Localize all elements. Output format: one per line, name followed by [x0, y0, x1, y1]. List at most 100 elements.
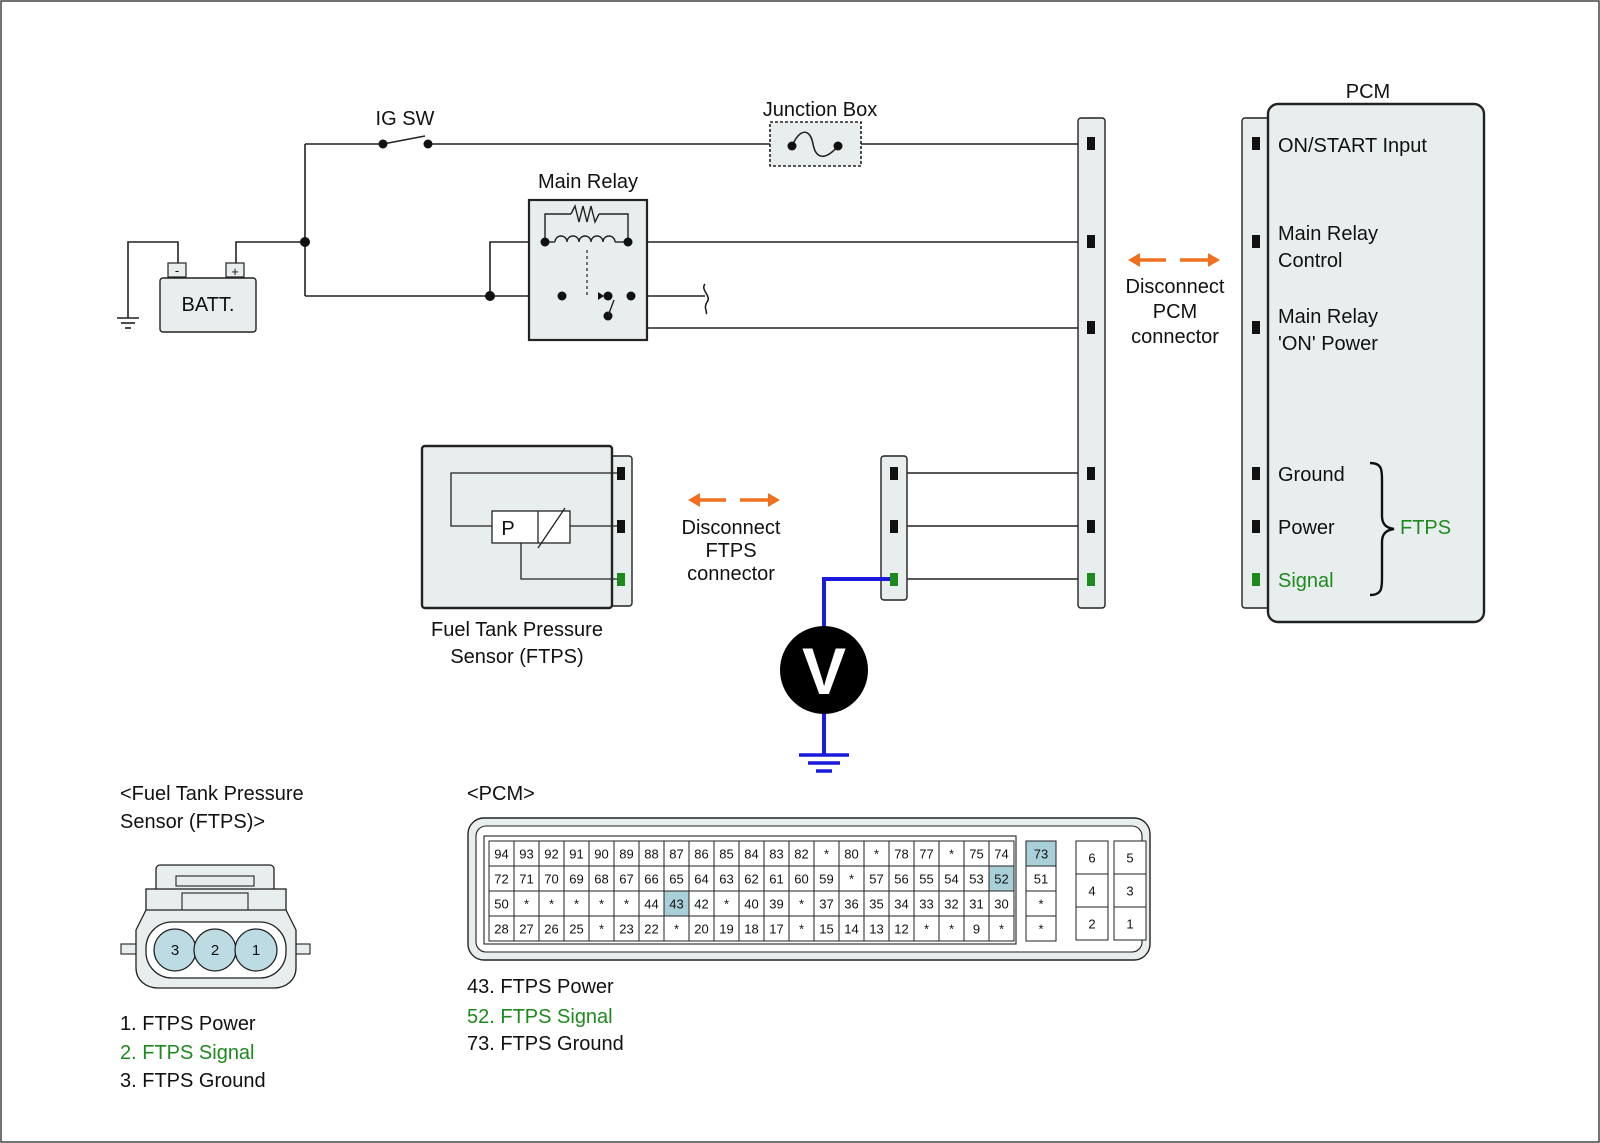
- pcm-pin-label: 63: [719, 872, 733, 887]
- pcm-pin-label: 26: [544, 922, 558, 937]
- pcm-pin-cell: [488, 915, 515, 942]
- pcm-pin-label: 75: [969, 847, 983, 862]
- pcm-pin-cell: [1113, 873, 1147, 908]
- pcm-pin-label: 90: [594, 847, 608, 862]
- pcm-pin-label: 13: [869, 922, 883, 937]
- pcm-pin-label: 88: [644, 847, 658, 862]
- pcm-pin-label: 12: [894, 922, 908, 937]
- pcm-pin-label: 43: [669, 897, 683, 912]
- pcm-ftps-group-label: FTPS: [1400, 517, 1451, 539]
- pcm-pin-cell: [813, 915, 840, 942]
- pcm-pin-cell: [663, 840, 690, 867]
- voltmeter-label: V: [802, 634, 846, 708]
- pcm-pin-cell: [588, 865, 615, 892]
- ftps-legend-1: 1. FTPS Power: [120, 1013, 256, 1035]
- pcm-pin-cell: [1025, 865, 1057, 892]
- pcm-title: PCM: [1346, 81, 1390, 103]
- pcm-pin-label: *: [824, 847, 829, 862]
- pcm-pin-cell: [863, 840, 890, 867]
- pcm-pin-label: *: [549, 897, 554, 912]
- pcm-pin-label: *: [624, 897, 629, 912]
- pcm-pin-label: 18: [744, 922, 758, 937]
- pcm-pin-label: 67: [619, 872, 633, 887]
- pcm-pin-cell: [638, 840, 665, 867]
- junction-box: Junction Box: [763, 99, 878, 167]
- pcm-pin-label: 15: [819, 922, 833, 937]
- pcm-pin-label: *: [599, 897, 604, 912]
- pcm-pin-label: *: [799, 922, 804, 937]
- pcm-ground-label: Ground: [1278, 464, 1345, 486]
- pcm-pin-cell: [763, 840, 790, 867]
- pcm-pin-label: 28: [494, 922, 508, 937]
- ftps-name-line-1: Fuel Tank Pressure: [431, 619, 603, 641]
- disconnect-ftps-line-1: Disconnect: [682, 517, 781, 539]
- pcm-pin-label: 30: [994, 897, 1008, 912]
- pcm-pin-label: 61: [769, 872, 783, 887]
- junction-box-label: Junction Box: [763, 99, 878, 121]
- ftps-sensor: P Fuel Tank Pressure Sensor (FTPS): [420, 444, 633, 668]
- pcm-pin-label: 23: [619, 922, 633, 937]
- pcm-pin-label: 31: [969, 897, 983, 912]
- junction-dots: [300, 237, 495, 301]
- pcm-pin-label: 9: [973, 922, 980, 937]
- pcm-pin-label: 78: [894, 847, 908, 862]
- main-relay: Main Relay: [527, 171, 649, 342]
- pcm-pin-label: 85: [719, 847, 733, 862]
- pcm-pin-label: 56: [894, 872, 908, 887]
- pcm-pin-label: 17: [769, 922, 783, 937]
- pcm-pin-label: 59: [819, 872, 833, 887]
- pcm-pin-label: 73: [1034, 847, 1048, 862]
- pcm-pin-cell: [613, 890, 640, 917]
- pcm-pin-label: 94: [494, 847, 508, 862]
- pcm-pin-label: 3: [1126, 884, 1133, 899]
- pcm-pin-label: 86: [694, 847, 708, 862]
- pcm-pin-cell: [988, 890, 1015, 917]
- pcm-pin-label: *: [524, 897, 529, 912]
- battery-label: BATT.: [182, 294, 235, 316]
- pcm-pin-label: 52: [994, 872, 1008, 887]
- pcm-pin-cell: [1113, 840, 1147, 875]
- pcm-relay-power-label-2: 'ON' Power: [1278, 333, 1378, 355]
- ftps-pin-1: 1: [252, 942, 260, 959]
- ftps-legend-2: 2. FTPS Signal: [120, 1042, 255, 1064]
- pcm-pin-cell: [513, 840, 540, 867]
- pcm-pin-cell: [913, 915, 940, 942]
- pcm-pin-cell: [863, 915, 890, 942]
- pcm-pin-label: *: [674, 922, 679, 937]
- pcm-pin-cell: [713, 915, 740, 942]
- pcm-signal-label: Signal: [1278, 570, 1334, 592]
- pcm-pin-cell: [563, 915, 590, 942]
- pcm-pin-cell: [938, 915, 965, 942]
- pcm-pin-label: *: [874, 847, 879, 862]
- pcm-pin-cell: [1025, 840, 1057, 867]
- pcm-connector-title: <PCM>: [467, 783, 535, 805]
- pcm-pin-label: 32: [944, 897, 958, 912]
- pcm-pin-cell: [663, 890, 690, 917]
- pcm-pin-cell: [1025, 915, 1057, 942]
- pcm-relay-control-label-2: Control: [1278, 250, 1342, 272]
- pcm-pin-label: 87: [669, 847, 683, 862]
- pcm-harness-connector: [1077, 117, 1106, 609]
- pcm-pin-label: 54: [944, 872, 958, 887]
- pcm-pin-label: 93: [519, 847, 533, 862]
- pcm-pin-label: 42: [694, 897, 708, 912]
- pcm-pin-label: 60: [794, 872, 808, 887]
- ftps-connector-title-1: <Fuel Tank Pressure: [120, 783, 304, 805]
- pcm-pin-cell: [488, 865, 515, 892]
- pcm-pin-label: 80: [844, 847, 858, 862]
- pcm-pin-cell: [838, 890, 865, 917]
- pcm-pin-cell: [938, 840, 965, 867]
- pcm-pin-label: *: [724, 897, 729, 912]
- pcm-pin-cell: [838, 915, 865, 942]
- pcm-on-start-label: ON/START Input: [1278, 135, 1427, 157]
- main-relay-label: Main Relay: [538, 171, 638, 193]
- pcm-pin-label: 70: [544, 872, 558, 887]
- pcm-pin-label: 36: [844, 897, 858, 912]
- pcm-pin-cell: [913, 840, 940, 867]
- pcm-pin-cell: [1075, 906, 1109, 941]
- ignition-switch: IG SW: [376, 108, 435, 149]
